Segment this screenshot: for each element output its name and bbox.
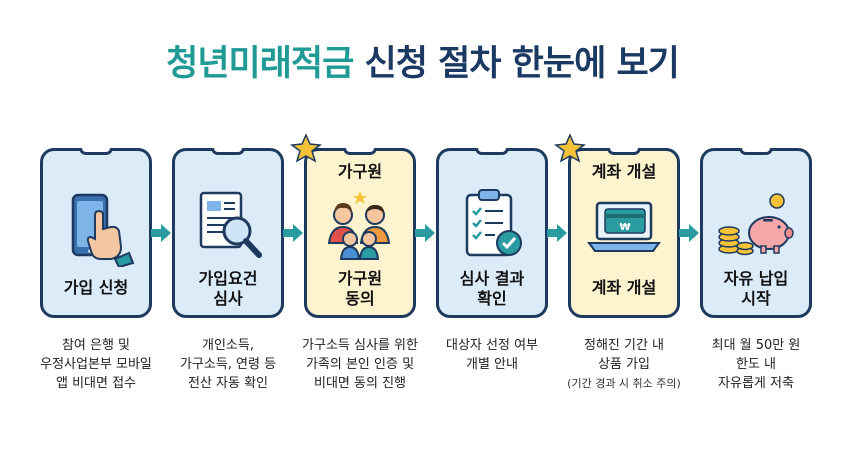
step-description: 대상자 선정 여부 개별 안내 [421,336,563,374]
step-label: 가입 신청 [63,278,129,297]
laptop-card-icon: ₩ [587,201,661,252]
clipboard-check-icon [465,189,522,257]
step-card-start-saving: 자유 납입 시작 [700,148,812,318]
desc-line: 비대면 동의 진행 [314,376,406,391]
title-highlight: 청년미래적금 [166,44,354,84]
family-icon [327,191,391,260]
card-notch [211,148,245,155]
desc-line: 가족의 본인 인증 및 [305,357,415,372]
card-notch [343,148,377,155]
step-label: 가입요건 심사 [198,269,258,308]
card-notch [739,148,773,155]
step-card-review-result: 심사 결과 확인 [436,148,548,318]
step-card-eligibility: 가입요건 심사 [172,148,284,318]
desc-line: 전산 자동 확인 [187,376,269,391]
title-rest: 신청 절차 한눈에 보기 [353,44,680,84]
desc-line: 자유롭게 저축 [718,376,794,391]
card-notch [79,148,113,155]
step-card-household-consent: 가구원 가구원 동의 [304,148,416,318]
step-label: 자유 납입 시작 [723,269,789,308]
desc-line: 최대 월 50만 원 [711,338,801,353]
desc-line: 한도 내 [735,357,776,372]
smartphone-hand-icon [71,193,135,267]
step-label: 심사 결과 확인 [459,269,525,308]
desc-line: 대상자 선정 여부 [446,338,538,353]
desc-line: 우정사업본부 모바일 [40,357,152,372]
step-card-open-account: 계좌 개설 ₩ 계좌 개설 [568,148,680,318]
arrow-right-icon [415,224,435,242]
step-description: 최대 월 50만 원 한도 내 자유롭게 저축 [685,336,827,393]
card-notch [475,148,509,155]
desc-line: 개별 안내 [466,357,518,372]
arrow-right-icon [283,224,303,242]
arrow-right-icon [151,224,171,242]
svg-text:₩: ₩ [619,222,630,233]
step-card-apply: 가입 신청 [40,148,152,318]
star-icon [554,133,586,163]
desc-line: 정해진 기간 내 [583,338,665,353]
step-label: 가구원 동의 [337,269,383,308]
document-magnifier-icon [199,191,262,258]
step-description: 가구소득 심사를 위한 가족의 본인 인증 및 비대면 동의 진행 [289,336,431,393]
desc-line: 참여 은행 및 [61,338,131,353]
star-icon [290,133,322,163]
desc-line: 가구소득 심사를 위한 [302,338,418,353]
step-top-label: 가구원 [337,162,383,181]
arrow-right-icon [547,224,567,242]
step-description: 참여 은행 및 우정사업본부 모바일 앱 비대면 접수 [25,336,167,393]
step-top-label: 계좌 개설 [591,162,657,181]
card-notch [607,148,641,155]
desc-line: 앱 비대면 접수 [55,376,137,391]
desc-line: 가구소득, 연령 등 [179,357,277,372]
desc-line: 상품 가입 [598,357,650,372]
arrow-right-icon [679,224,699,242]
page-title: 청년미래적금 신청 절차 한눈에 보기 [0,42,845,86]
desc-line: 개인소득, [202,338,254,353]
step-label: 계좌 개설 [591,278,657,297]
piggy-bank-coins-icon [718,193,794,256]
step-description: 개인소득, 가구소득, 연령 등 전산 자동 확인 [157,336,299,393]
desc-note: (기간 경과 시 취소 주의) [567,377,681,390]
step-description: 정해진 기간 내 상품 가입 (기간 경과 시 취소 주의) [553,336,695,393]
